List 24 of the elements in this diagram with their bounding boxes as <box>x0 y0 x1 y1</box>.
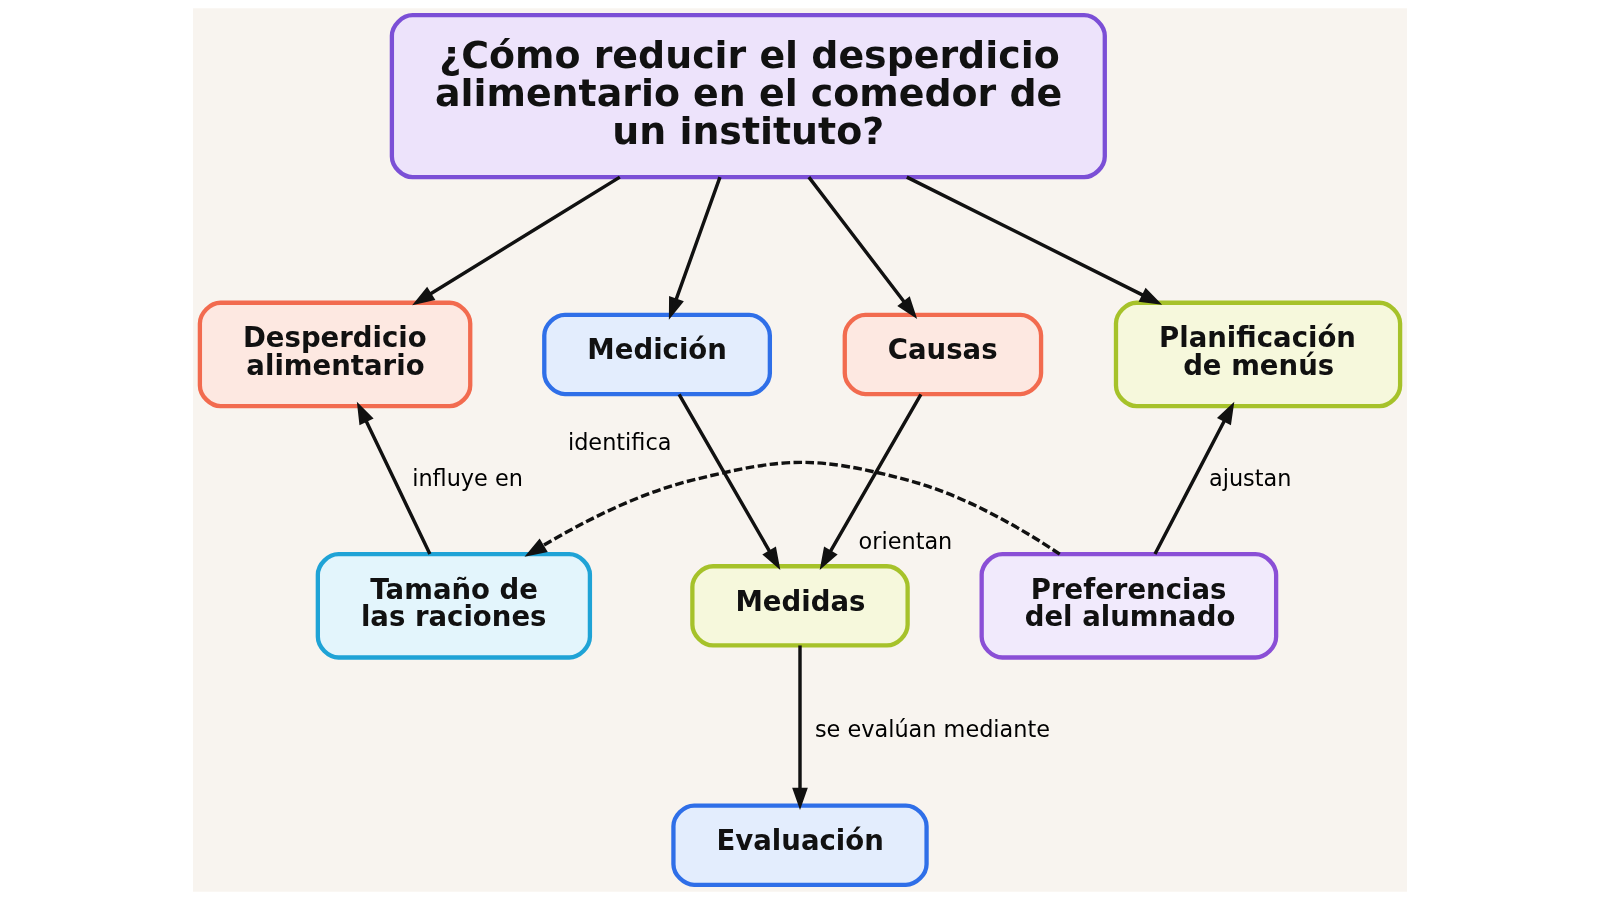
node-box: ¿Cómo reducir el desperdicio alimentario en el comedor de un instituto? <box>389 13 1107 180</box>
arrow <box>356 401 432 555</box>
node-box: Preferencias del alumnado <box>979 552 1279 660</box>
arrow <box>807 176 918 319</box>
arrow <box>677 393 781 570</box>
node-box: Planificación de menús <box>1113 300 1403 409</box>
edge-label: ajustan <box>1208 464 1292 491</box>
arrow <box>792 645 808 811</box>
arrow <box>906 175 1163 305</box>
arrow <box>412 175 621 306</box>
arrow <box>1153 401 1235 555</box>
node-box: Evaluación <box>671 803 929 887</box>
node-box: Desperdicio alimentario <box>197 300 473 409</box>
edge-label: se evalúan mediante <box>814 716 1051 743</box>
node-box: Medición <box>542 312 772 397</box>
edge-label: orientan <box>858 527 953 554</box>
arrow <box>524 460 1061 557</box>
edge-label: influye en <box>412 464 523 491</box>
arrow <box>819 393 923 570</box>
node-box: Tamaño de las raciones <box>315 552 593 660</box>
node-box: Causas <box>842 312 1044 397</box>
node-box: Medidas <box>690 564 910 648</box>
arrow <box>668 176 722 320</box>
edge-label: identifica <box>567 428 672 455</box>
